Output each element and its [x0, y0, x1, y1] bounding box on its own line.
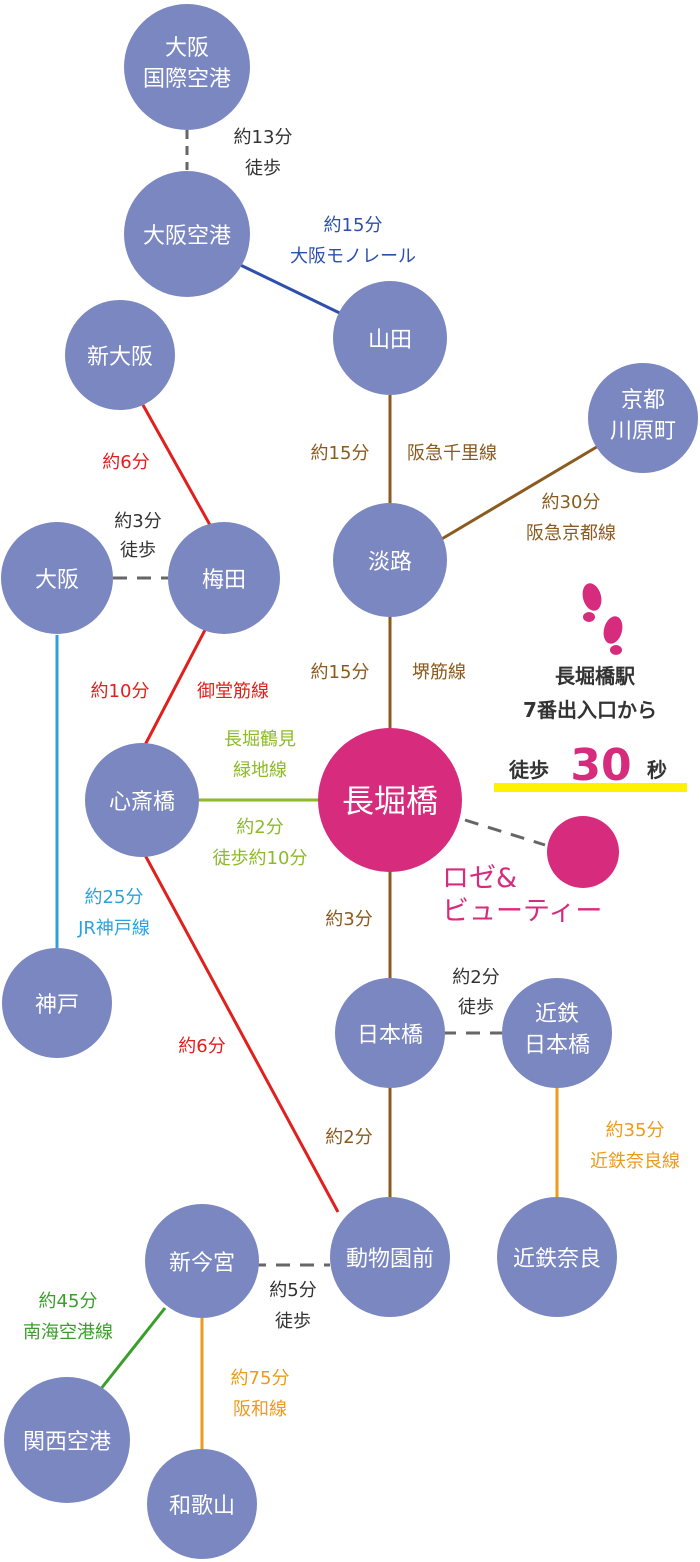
station-wakayama[interactable]: 和歌山 [147, 1449, 257, 1559]
label-sakaisuji-time: 約15分 [311, 662, 370, 683]
station-shinsaibashi[interactable]: 心斎橋 [85, 743, 199, 857]
label-hankyu-senri-name: 阪急千里線 [407, 443, 497, 464]
station-osaka-intl-airport[interactable]: 大阪国際空港 [124, 4, 250, 130]
label-nagahori-time: 約2分徒歩約10分 [213, 817, 308, 869]
label-hankyu-kyoto: 約30分阪急京都線 [526, 492, 616, 544]
station-umeda[interactable]: 梅田 [168, 522, 280, 634]
midosuji-line-shinosaka-umeda [141, 404, 212, 526]
notice-seconds-number: 30 [570, 740, 631, 791]
station-label: 梅田 [202, 568, 246, 593]
label-monorail: 約15分大阪モノレール [290, 215, 416, 267]
station-kintetsu-nara[interactable]: 近鉄奈良 [497, 1197, 617, 1317]
label-nagahori-line: 長堀鶴見緑地線 [224, 729, 296, 781]
station-label: 心斎橋 [109, 790, 175, 815]
line-labels: 約13分徒歩 約15分大阪モノレール 約15分 阪急千里線 約30分阪急京都線 … [23, 127, 680, 1420]
station-shin-imamiya[interactable]: 新今宮 [145, 1204, 259, 1318]
station-nipponbashi[interactable]: 日本橋 [335, 978, 445, 1088]
station-label: 大阪空港 [143, 224, 231, 249]
station-label: 近鉄奈良 [513, 1247, 601, 1272]
station-yamada[interactable]: 山田 [333, 281, 447, 395]
salon-name[interactable]: ロゼ&ビューティー [442, 863, 602, 927]
hankyu-kyoto-line [439, 443, 601, 542]
station-label: 新今宮 [169, 1251, 235, 1276]
station-kobe[interactable]: 神戸 [2, 948, 112, 1058]
nankai-airport-line [98, 1307, 167, 1391]
station-label: 淡路 [368, 550, 412, 575]
notice-walk: 徒歩 [508, 758, 549, 782]
notice-underline [494, 783, 687, 792]
station-label: 近鉄日本橋 [524, 1002, 590, 1058]
label-sakaisuji-3: 約3分 [325, 909, 372, 930]
station-label: 長堀橋 [342, 782, 438, 820]
label-kintetsu-nara: 約35分近鉄奈良線 [590, 1120, 680, 1172]
notice-exit: 7番出入口から [523, 698, 657, 722]
station-osaka-airport[interactable]: 大阪空港 [124, 171, 250, 297]
station-label: 大阪国際空港 [143, 36, 231, 92]
stations: 大阪国際空港 大阪空港 山田 新大阪 京都川原町 淡路 大阪 梅田 [1, 4, 698, 1559]
station-label: 動物園前 [346, 1247, 434, 1272]
label-sakaisuji-name: 堺筋線 [412, 662, 466, 683]
label-midosuji-10-name: 御堂筋線 [197, 681, 269, 702]
station-label: 新大阪 [87, 345, 153, 370]
station-kyoto-kawaramachi[interactable]: 京都川原町 [588, 363, 698, 473]
station-osaka[interactable]: 大阪 [1, 522, 113, 634]
label-midosuji-10-time: 約10分 [91, 681, 150, 702]
station-shin-osaka[interactable]: 新大阪 [65, 300, 175, 410]
station-label: 京都川原町 [610, 388, 676, 444]
label-walk2: 約2分徒歩 [452, 967, 499, 1018]
midosuji-line-shinsaibashi-dobutsuenmae [143, 854, 340, 1213]
monorail-line [229, 258, 351, 320]
label-walk3: 約3分徒歩 [114, 511, 161, 561]
connections [55, 130, 601, 1450]
station-label: 日本橋 [357, 1023, 423, 1048]
station-label: 神戸 [35, 993, 79, 1018]
notice-seconds-unit: 秒 [647, 758, 667, 782]
label-nankai: 約45分南海空港線 [23, 1291, 113, 1343]
station-nagahoribashi[interactable]: 長堀橋 [318, 728, 462, 872]
label-midosuji-6: 約6分 [102, 452, 149, 473]
label-sakaisuji-2: 約2分 [325, 1127, 372, 1148]
label-walk13: 約13分徒歩 [234, 127, 293, 179]
station-awaji[interactable]: 淡路 [333, 503, 447, 617]
notice-station: 長堀橋駅 [555, 664, 635, 688]
station-label: 大阪 [35, 568, 79, 593]
label-hankyu-senri-time: 約15分 [311, 443, 370, 464]
station-label: 関西空港 [23, 1430, 111, 1455]
station-kansai-airport[interactable]: 関西空港 [4, 1377, 130, 1503]
station-dobutsuenmae[interactable]: 動物園前 [330, 1197, 450, 1317]
salon-marker[interactable] [547, 816, 619, 888]
station-label: 山田 [368, 328, 412, 353]
station-label: 和歌山 [169, 1494, 235, 1519]
label-midosuji-6b: 約6分 [178, 1036, 225, 1057]
midosuji-line-umeda-shinsaibashi [143, 629, 207, 746]
station-kintetsu-nipponbashi[interactable]: 近鉄日本橋 [502, 978, 612, 1088]
footprints-icon [582, 583, 623, 655]
label-hanwa: 約75分阪和線 [231, 1368, 290, 1420]
walk-line-salon [464, 818, 546, 847]
label-walk5: 約5分徒歩 [269, 1280, 316, 1332]
